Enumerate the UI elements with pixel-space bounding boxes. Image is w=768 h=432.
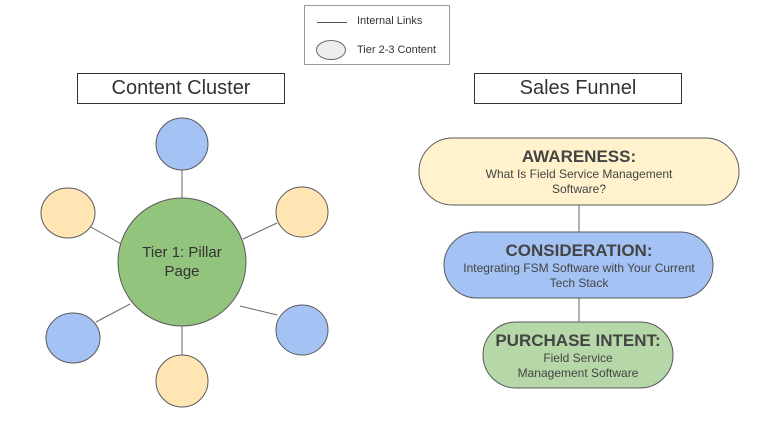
stage-awareness-title: AWARENESS: — [521, 147, 637, 166]
tier-content-swatch — [316, 40, 346, 60]
satellite-node-top — [155, 117, 209, 171]
stage-purchase-intent-desc: Field Service Management Software — [517, 351, 639, 380]
legend: Internal Links Tier 2-3 Content — [304, 5, 450, 65]
satellite-node-upper-right — [275, 186, 329, 238]
cluster-links — [88, 170, 278, 356]
sales-funnel-title: Sales Funnel — [474, 73, 682, 104]
satellite-node-bottom — [155, 354, 209, 408]
funnel-shape-purchase-intent — [482, 321, 674, 389]
content-cluster-title: Content Cluster — [77, 73, 285, 104]
stage-consideration: CONSIDERATION: Integrating FSM Software … — [455, 236, 703, 296]
funnel-shape-consideration — [443, 231, 714, 299]
satellite-node-lower-right — [275, 304, 329, 356]
pillar-node-text: Tier 1: Pillar Page — [132, 237, 232, 287]
satellite-node-lower-left — [45, 312, 101, 364]
satellite-node-upper-left — [40, 187, 96, 239]
stage-awareness-desc: What Is Field Service Management Softwar… — [485, 167, 673, 196]
pillar-node — [117, 197, 247, 327]
pillar-label: Tier 1: Pillar Page — [142, 244, 222, 280]
link-lower-left — [95, 303, 131, 323]
funnel-shape-awareness — [418, 137, 740, 206]
stage-consideration-title: CONSIDERATION: — [505, 241, 653, 260]
link-lower-right — [239, 305, 278, 316]
stage-consideration-desc: Integrating FSM Software with Your Curre… — [463, 261, 695, 290]
link-upper-left — [88, 225, 124, 246]
link-upper-right — [242, 222, 278, 240]
internal-link-line-swatch — [317, 22, 347, 23]
stage-purchase-intent: PURCHASE INTENT: Field Service Managemen… — [486, 326, 670, 386]
stage-purchase-intent-title: PURCHASE INTENT: — [495, 331, 661, 350]
legend-internal-links-label: Internal Links — [357, 15, 423, 27]
legend-tier-content-label: Tier 2-3 Content — [357, 44, 437, 56]
stage-awareness: AWARENESS: What Is Field Service Managem… — [440, 142, 718, 202]
